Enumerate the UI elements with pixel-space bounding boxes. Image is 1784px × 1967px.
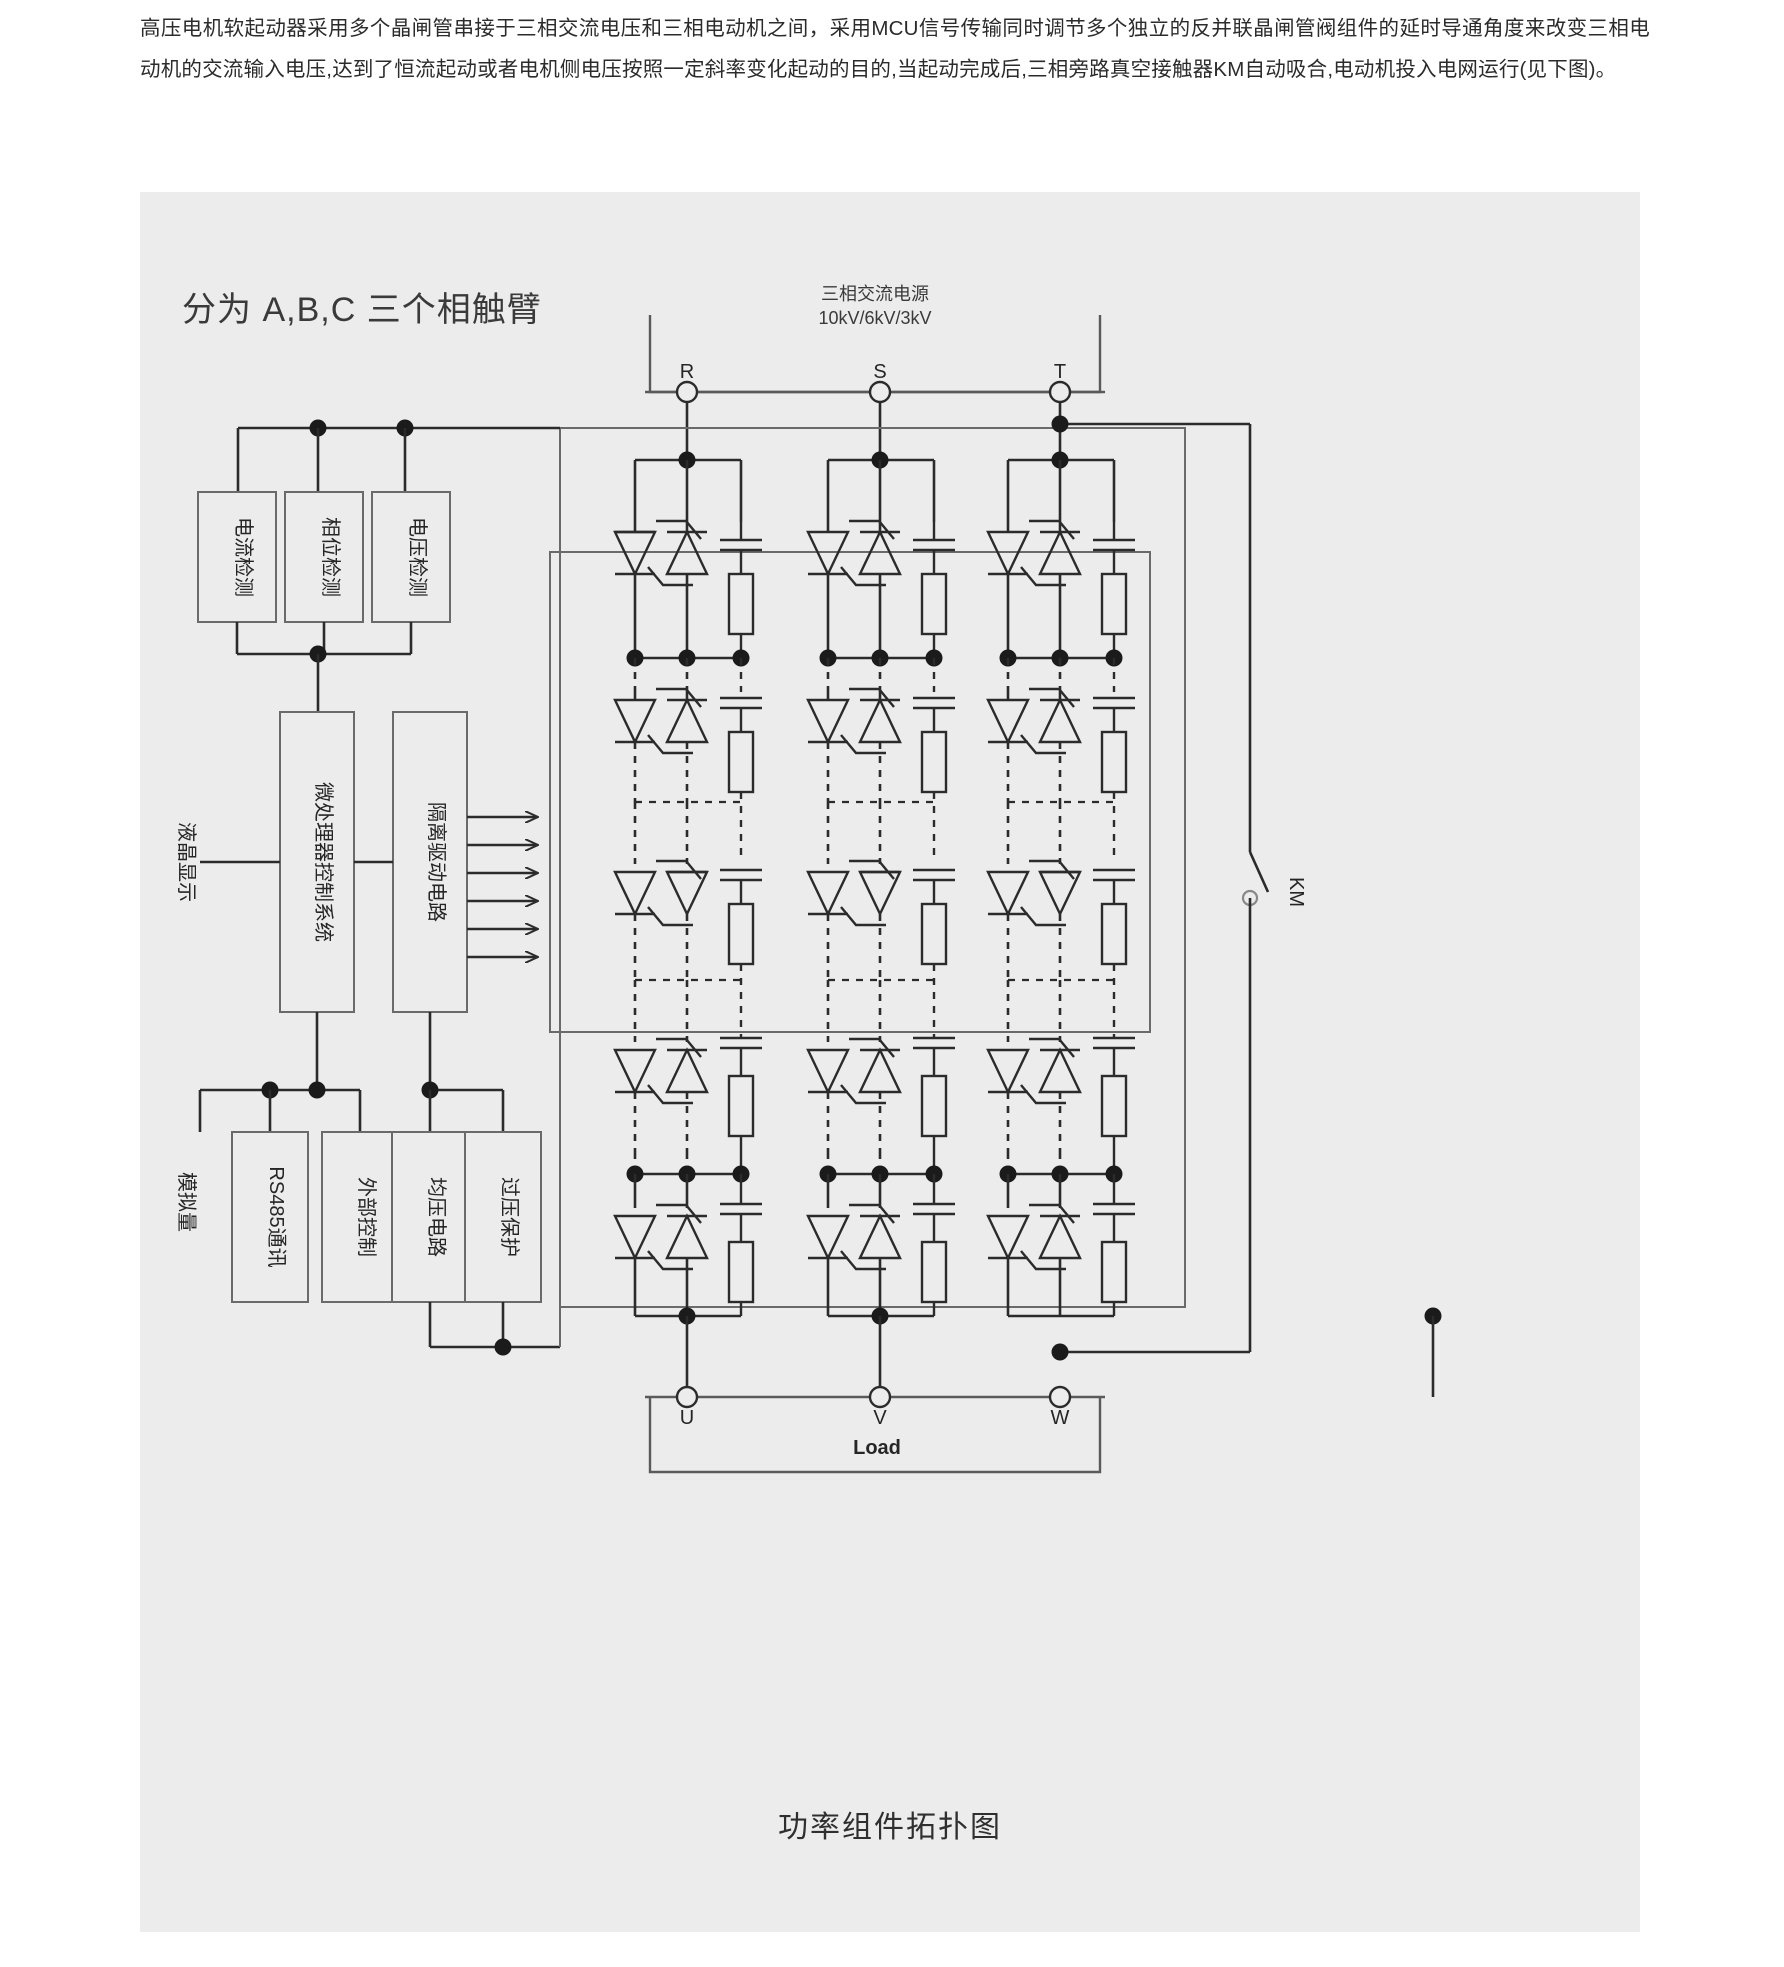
terminal-R-label: R — [680, 361, 694, 383]
aux-block-rs485-label: RS485通讯 — [265, 1166, 288, 1267]
aux-block-rs485[interactable]: RS485通讯 — [231, 1131, 309, 1303]
terminal-V-label: V — [873, 1407, 887, 1429]
aux-bus — [198, 1012, 505, 1132]
sensor-block-current[interactable]: 电流检测 — [197, 491, 277, 623]
terminal-W-label: W — [1051, 1407, 1070, 1429]
km-label: KM — [1285, 877, 1307, 907]
intro-paragraph: 高压电机软起动器采用多个晶闸管串接于三相交流电压和三相电动机之间，采用MCU信号… — [140, 17, 1650, 81]
aux-block-voltage-balance-label: 均压电路 — [425, 1177, 448, 1257]
diagram-caption: 功率组件拓扑图 — [778, 1811, 1002, 1844]
aux-return-wires — [428, 1302, 561, 1356]
source-terminals: R S T — [675, 361, 1072, 404]
gate-drive-arrows — [467, 817, 538, 957]
sensor-block-current-label: 电流检测 — [232, 517, 255, 597]
source-label-line1: 三相交流电源 — [821, 284, 929, 304]
aux-block-overvoltage[interactable]: 过压保护 — [464, 1131, 542, 1303]
control-block-driver-label: 隔离驱动电路 — [425, 802, 448, 922]
phase-column-A — [613, 451, 762, 1397]
circuit-svg: 三相交流电源 10kV/6kV/3kV R S T — [175, 284, 1442, 1474]
free-label-lcd: 液晶显示 — [175, 822, 198, 902]
phase-column-C — [986, 451, 1442, 1397]
svg-text:模拟量: 模拟量 — [175, 1172, 198, 1232]
load-bus: U V W Load — [645, 1385, 1105, 1474]
aux-block-overvoltage-label: 过压保护 — [498, 1177, 521, 1257]
aux-block-external-label: 外部控制 — [355, 1177, 378, 1257]
terminal-T-label: T — [1054, 361, 1066, 383]
sense-wire-rect-outer — [559, 427, 1186, 1308]
diagram-panel: 分为 A,B,C 三个相触臂 功率组件拓扑图 三相交流电源 10kV/6kV/3… — [140, 192, 1640, 1932]
sense-feedback-wires — [236, 419, 560, 492]
sensor-block-voltage[interactable]: 电压检测 — [371, 491, 451, 623]
aux-block-external[interactable]: 外部控制 — [321, 1131, 399, 1303]
sensor-block-phase[interactable]: 相位检测 — [284, 491, 364, 623]
load-label: Load — [853, 1437, 901, 1459]
terminal-U-label: U — [680, 1407, 694, 1429]
control-block-mcu-label: 微处理器控制系统 — [312, 782, 335, 942]
source-label-line2: 10kV/6kV/3kV — [818, 308, 931, 328]
svg-text:液晶显示: 液晶显示 — [175, 822, 198, 902]
aux-block-voltage-balance[interactable]: 均压电路 — [391, 1131, 469, 1303]
phase-column-B — [806, 451, 955, 1397]
control-block-driver[interactable]: 隔离驱动电路 — [392, 711, 468, 1013]
sensor-output-bus — [235, 622, 413, 712]
sensor-block-voltage-label: 电压检测 — [406, 517, 429, 597]
km-bypass-branch: KM — [1051, 415, 1307, 1361]
control-block-mcu[interactable]: 微处理器控制系统 — [279, 711, 355, 1013]
free-label-analog: 模拟量 — [175, 1172, 198, 1232]
diagram-heading: 分为 A,B,C 三个相触臂 — [182, 291, 542, 329]
terminal-S-label: S — [873, 361, 886, 383]
sensor-block-phase-label: 相位检测 — [319, 517, 342, 597]
sense-wire-rect-inner — [549, 551, 1151, 1033]
